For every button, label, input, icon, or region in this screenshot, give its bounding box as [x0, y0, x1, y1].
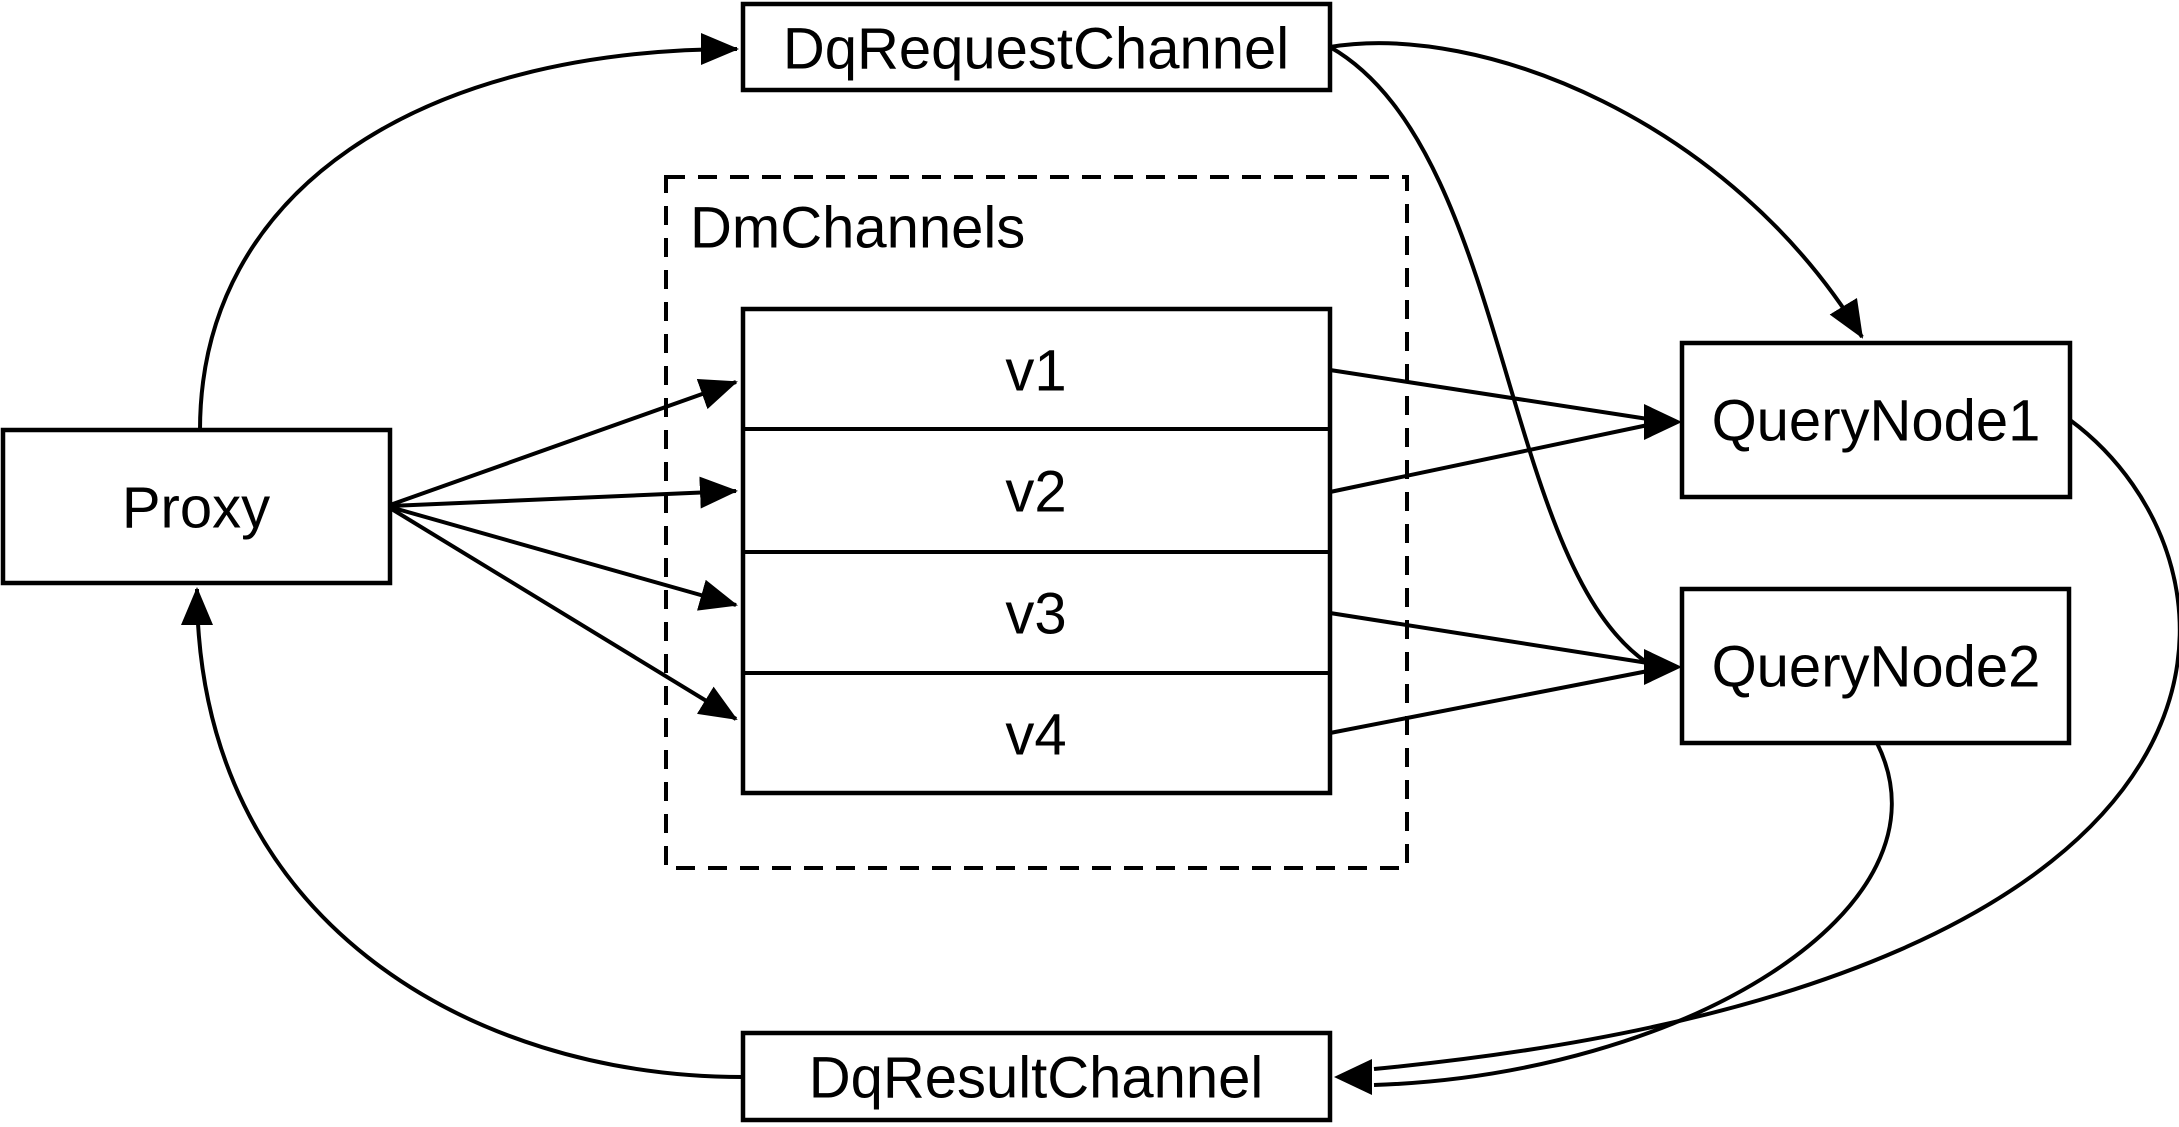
- edge-proxy-to-v3: [389, 505, 738, 611]
- dqresultchannel-box: [740, 1030, 1333, 1123]
- channel-row-v3: v3: [1005, 582, 1066, 647]
- channel-row-v1: v1: [1005, 339, 1066, 404]
- edge-proxy-to-v4: [388, 506, 738, 721]
- edge-proxy-to-v1: [389, 378, 738, 507]
- edge-dqrequestchannel-to-querynode2: [1329, 45, 1648, 664]
- dqrequestchannel-box: [740, 1, 1333, 93]
- edge-v2-to-querynode1: [1329, 423, 1649, 494]
- querynode1-box: [1679, 340, 2073, 500]
- edge-v3-to-querynode2: [1329, 611, 1649, 665]
- edge-dqresultchannel-to-proxy: [181, 587, 744, 1079]
- dmchannels-label: DmChannels: [690, 196, 1025, 261]
- edge-dqrequestchannel-to-querynode1: [1329, 41, 1864, 339]
- edge-querynode2-to-dqresultchannel: [1373, 742, 1894, 1087]
- arrowhead-dqresultchannel: [1334, 1059, 1372, 1095]
- querynode2-label: QueryNode2: [1712, 635, 2041, 700]
- channel-row-v4: v4: [1005, 703, 1066, 768]
- edge-proxy-to-v2: [389, 476, 738, 509]
- querynode1-label: QueryNode1: [1712, 389, 2041, 454]
- channel-row-v2: v2: [1005, 460, 1066, 525]
- edge-v1-to-querynode1: [1329, 368, 1649, 421]
- arrowhead-querynode1: [1644, 404, 1682, 440]
- dqresultchannel-label: DqResultChannel: [809, 1046, 1264, 1111]
- edge-querynode1-to-dqresultchannel: [1373, 418, 2179, 1071]
- proxy-label: Proxy: [122, 476, 270, 541]
- edge-v4-to-querynode2: [1329, 669, 1649, 735]
- dmchannels-group-box: [664, 175, 1409, 870]
- dqrequestchannel-label: DqRequestChannel: [783, 17, 1289, 82]
- proxy-box: [0, 427, 393, 586]
- querynode2-box: [1679, 586, 2072, 746]
- arrowhead-querynode2: [1644, 649, 1682, 685]
- edge-proxy-to-dqrequestchannel: [198, 33, 739, 431]
